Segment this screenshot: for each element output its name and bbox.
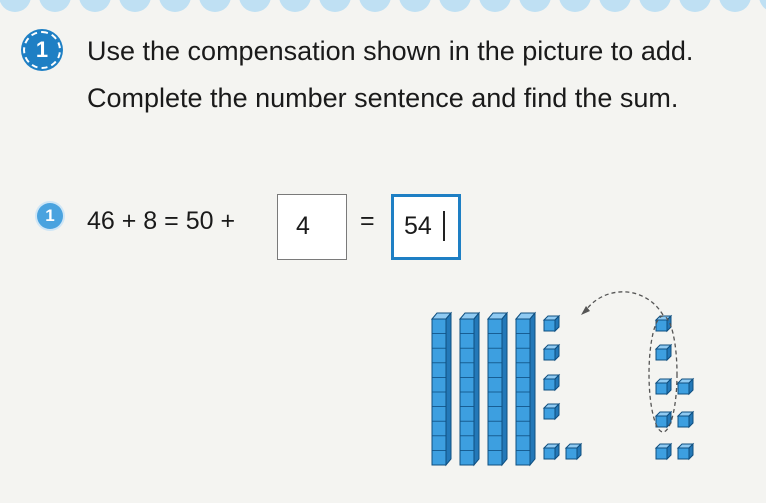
question-number-badge: 1	[23, 31, 61, 69]
question-number: 1	[35, 37, 49, 62]
base-ten-blocks-picture	[431, 291, 694, 466]
compensation-arrow	[585, 291, 664, 316]
sum-input-box[interactable]: 54	[391, 194, 461, 260]
ones-cube	[543, 315, 560, 332]
ones-cube	[543, 403, 560, 420]
tens-rod	[515, 312, 536, 466]
text-caret	[443, 211, 445, 241]
scallop-border	[0, 0, 766, 12]
ones-cube	[677, 443, 694, 460]
arrow-head-icon	[581, 306, 590, 315]
ones-cube	[655, 411, 672, 428]
ones-cube	[677, 378, 694, 395]
answer-input-value: 4	[296, 212, 310, 240]
ones-cube	[565, 443, 582, 460]
equals-sign: =	[360, 207, 375, 235]
problem-number-badge: 1	[37, 203, 63, 229]
problem-number: 1	[45, 206, 55, 225]
ones-cube	[677, 411, 694, 428]
tens-rod	[459, 312, 480, 466]
ones-cube	[655, 443, 672, 460]
question-text: Use the compensation shown in the pictur…	[87, 36, 694, 113]
ones-cube	[543, 344, 560, 361]
ones-cube	[655, 378, 672, 395]
answer-input-box[interactable]: 4	[277, 194, 347, 260]
ones-cube	[655, 315, 672, 332]
ones-cube	[543, 443, 560, 460]
group-loop	[648, 315, 678, 433]
equation-left: 46 + 8 = 50 +	[87, 207, 236, 235]
ones-cube	[543, 374, 560, 391]
ones-cube	[655, 344, 672, 361]
tens-rod	[487, 312, 508, 466]
sum-input-value: 54	[404, 212, 432, 240]
tens-rod	[431, 312, 452, 466]
